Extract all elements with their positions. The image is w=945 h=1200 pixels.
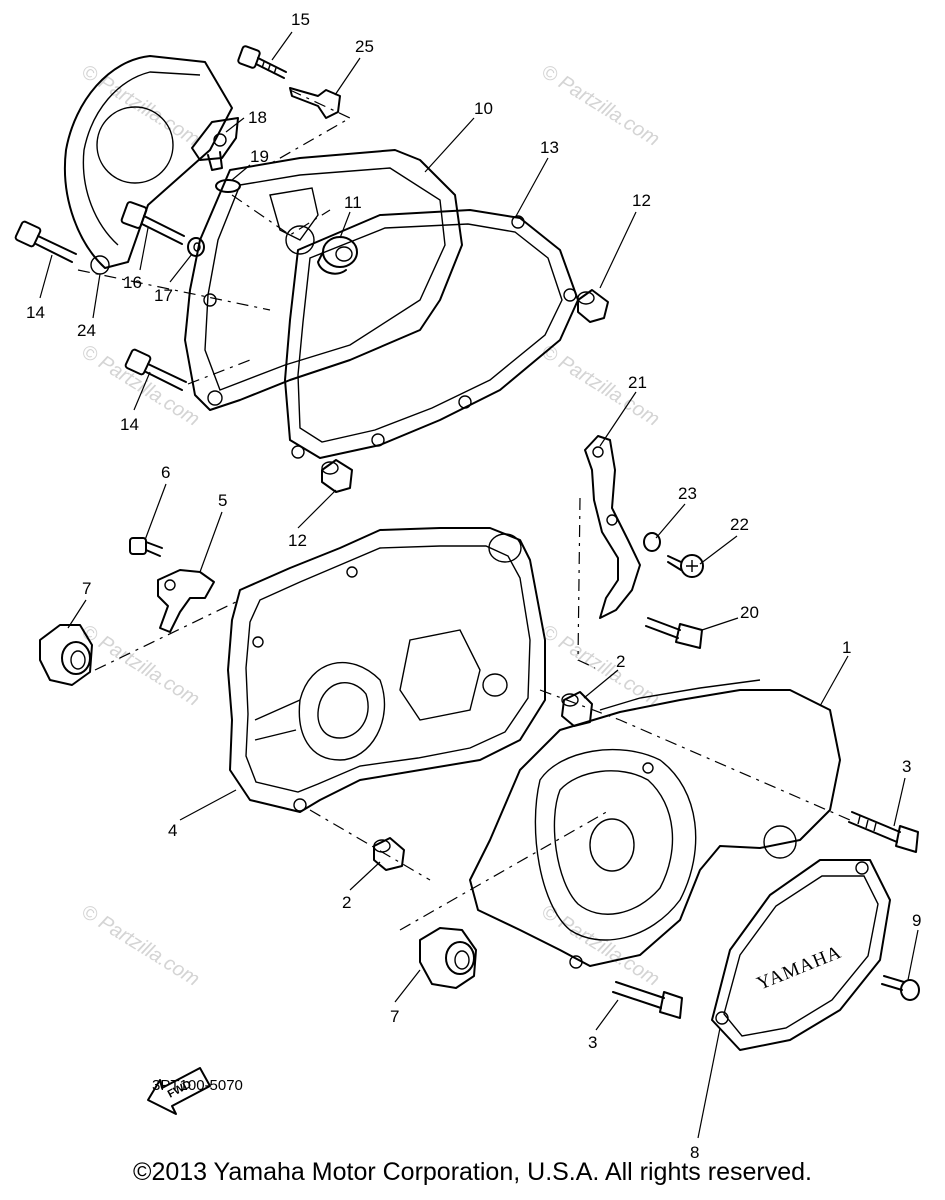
callout-22: 22 <box>730 515 749 534</box>
callout-6: 6 <box>161 463 170 482</box>
callout-14-lower: 14 <box>120 415 139 434</box>
watermark-layer: © Partzilla.com © Partzilla.com © Partzi… <box>77 61 663 991</box>
callout-10: 10 <box>474 99 493 118</box>
callout-7-lower: 7 <box>390 1007 399 1026</box>
bolt-16 <box>120 201 185 245</box>
callout-4: 4 <box>168 821 177 840</box>
oil-seal <box>317 236 358 275</box>
clutch-cover <box>184 149 463 411</box>
copyright-notice: ©2013 Yamaha Motor Corporation, U.S.A. A… <box>133 1158 812 1186</box>
callout-3-lower: 3 <box>588 1033 597 1052</box>
callout-25: 25 <box>355 37 374 56</box>
callout-14-upper: 14 <box>26 303 45 322</box>
cover-brand-logo: YAMAHA <box>754 942 845 995</box>
callout-21: 21 <box>628 373 647 392</box>
stay-21 <box>584 435 641 619</box>
alignment-lines <box>77 89 851 931</box>
bearing-7-lower <box>419 927 477 989</box>
bolt-3-lower <box>612 981 683 1019</box>
bolt-14-lower <box>124 348 187 391</box>
small-clip <box>289 87 341 119</box>
callout-2-upper: 2 <box>616 652 625 671</box>
callout-9: 9 <box>912 911 921 930</box>
bolt-3-right <box>848 811 919 853</box>
watermark-5: © Partzilla.com <box>77 621 203 711</box>
callout-labels: 15 25 18 10 19 13 11 12 14 16 17 24 14 2… <box>26 10 921 1162</box>
dowel-pin-upper <box>577 289 609 323</box>
dowel-pin-middle <box>321 459 353 493</box>
magneto-cover: YAMAHA <box>711 859 891 1051</box>
clip-23 <box>643 532 661 552</box>
callout-12-middle: 12 <box>288 531 307 550</box>
callout-17: 17 <box>154 286 173 305</box>
tensioner-bracket <box>191 117 239 171</box>
bolt-14-upper <box>14 220 77 263</box>
callout-3-right: 3 <box>902 757 911 776</box>
callout-16: 16 <box>123 273 142 292</box>
callout-12-upper: 12 <box>632 191 651 210</box>
callout-7-upper: 7 <box>82 579 91 598</box>
callout-23: 23 <box>678 484 697 503</box>
callout-13: 13 <box>540 138 559 157</box>
callout-5: 5 <box>218 491 227 510</box>
leader-lines <box>39 31 919 1139</box>
callout-8: 8 <box>690 1143 699 1162</box>
right-crankcase <box>469 679 841 969</box>
shield-plate <box>64 55 233 275</box>
bolt-20 <box>645 617 703 649</box>
callout-2-lower: 2 <box>342 893 351 912</box>
callout-19: 19 <box>250 147 269 166</box>
callout-1: 1 <box>842 638 851 657</box>
callout-11: 11 <box>344 193 362 212</box>
callout-24: 24 <box>77 321 96 340</box>
screw-22 <box>667 554 704 578</box>
o-ring <box>215 179 241 193</box>
watermark-3: © Partzilla.com <box>77 341 203 431</box>
callout-15: 15 <box>291 10 310 29</box>
cover-gasket <box>284 209 579 459</box>
washer-17 <box>187 237 205 257</box>
callout-18: 18 <box>248 108 267 127</box>
left-crankcase <box>227 527 546 813</box>
bearing-7-upper <box>39 624 93 686</box>
shift-plate-5 <box>157 569 215 633</box>
bolt-9 <box>881 975 920 1001</box>
diagram-code: 3PT100-5070 <box>152 1077 243 1094</box>
dowel-pin-lower-b <box>373 837 405 871</box>
bolt-6 <box>129 537 163 557</box>
watermark-7: © Partzilla.com <box>77 901 203 991</box>
callout-20: 20 <box>740 603 759 622</box>
bolt-15 <box>237 45 287 79</box>
